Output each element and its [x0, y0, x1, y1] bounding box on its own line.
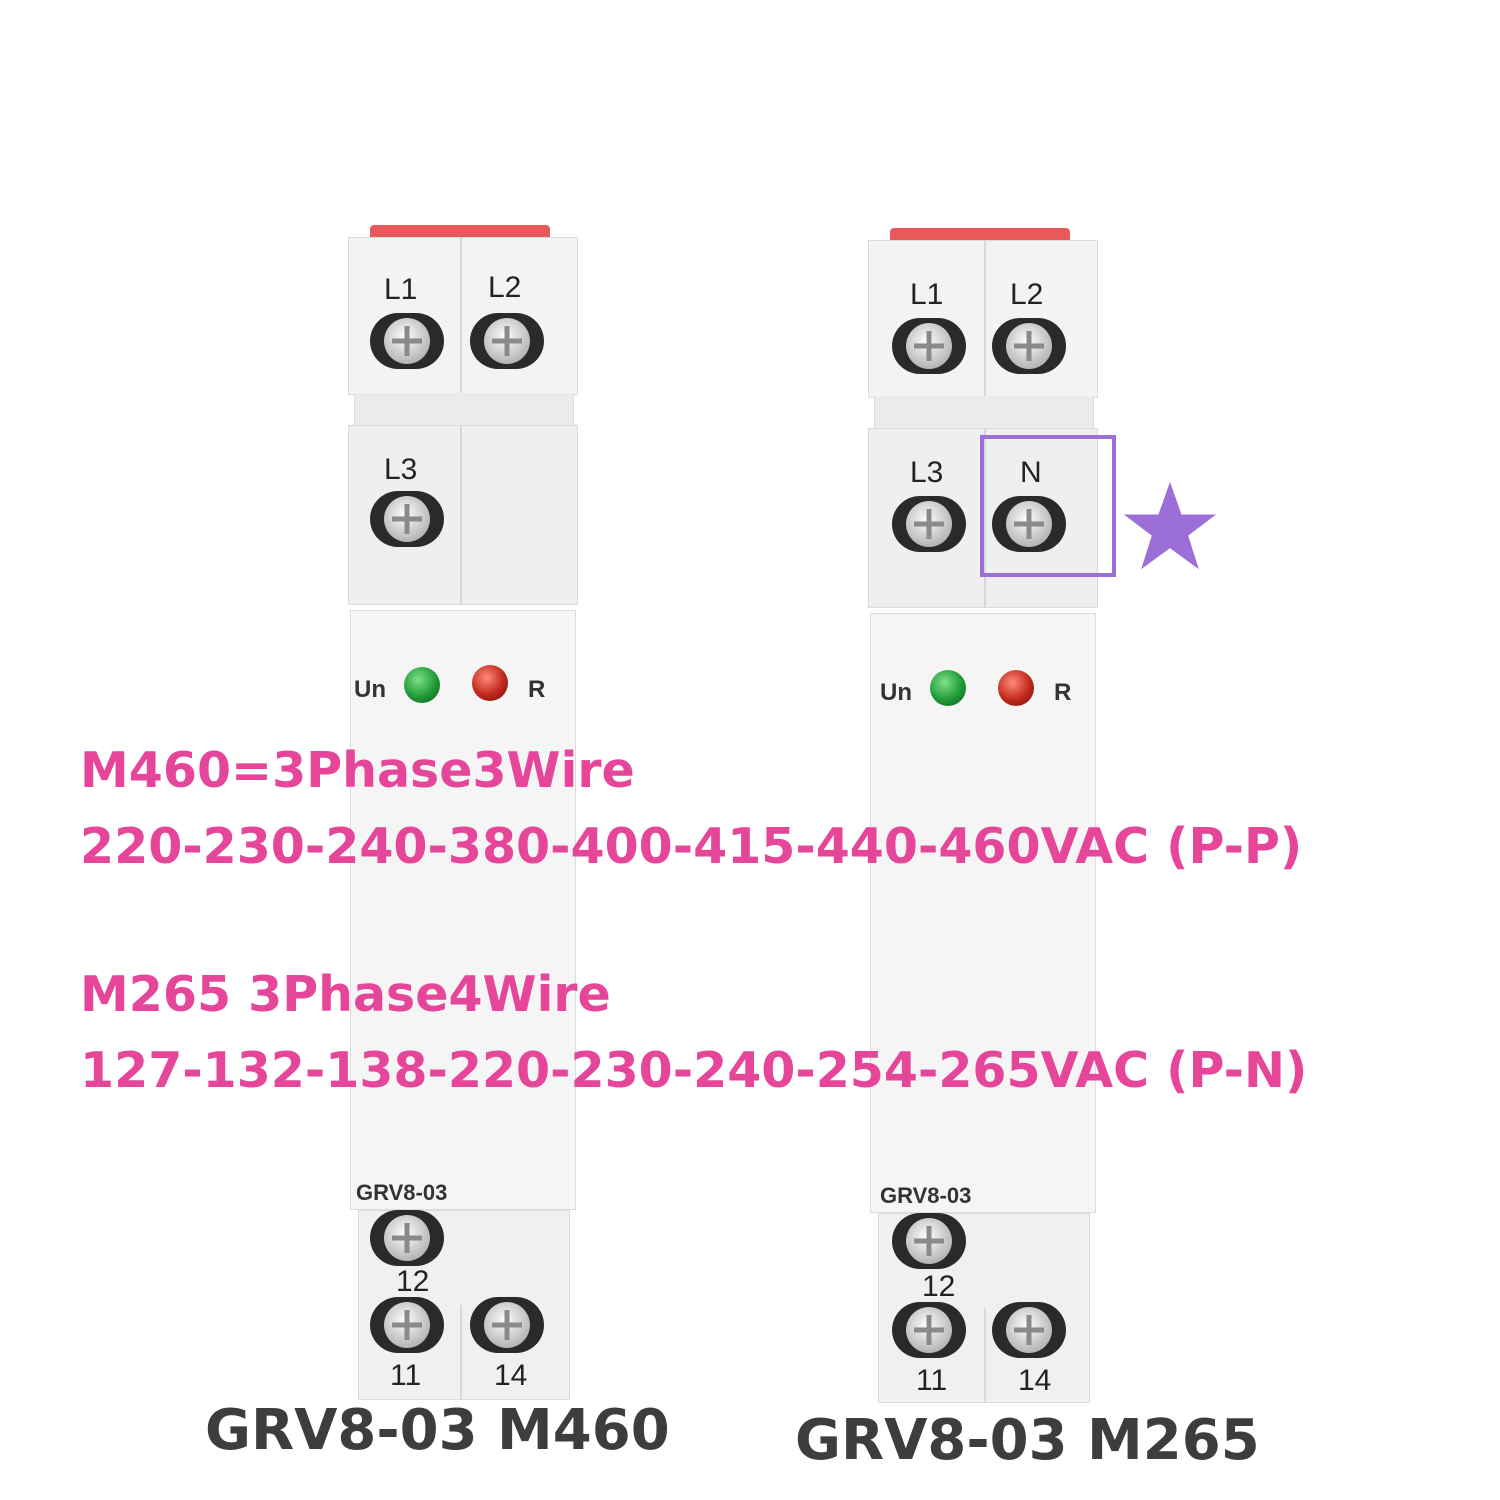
model-label: GRV8-03	[356, 1180, 448, 1205]
top-tab	[370, 225, 550, 239]
top-terminal-block	[868, 240, 1098, 398]
led-label-r: R	[1054, 679, 1072, 706]
power-led-icon	[930, 670, 966, 706]
led-label-un: Un	[880, 679, 912, 706]
terminal-label-12: 12	[922, 1270, 956, 1303]
terminal-label-11: 11	[390, 1359, 422, 1392]
terminal-label-l1: L1	[384, 273, 418, 306]
terminal-label-14: 14	[1018, 1364, 1052, 1397]
spec-m460-voltages: 220-230-240-380-400-415-440-460VAC (P-P)	[80, 818, 1303, 875]
screw-terminal-icon	[992, 496, 1066, 552]
screw-terminal-icon	[892, 318, 966, 374]
terminal-label-l2: L2	[488, 271, 522, 304]
power-led-icon	[404, 667, 440, 703]
star-icon	[1123, 481, 1217, 570]
body-step	[874, 396, 1094, 430]
screw-terminal-icon	[370, 1210, 444, 1266]
led-label-un: Un	[354, 676, 386, 703]
terminal-label-l2: L2	[1010, 278, 1044, 311]
terminal-label-11: 11	[916, 1364, 948, 1397]
device-face	[350, 610, 576, 1210]
led-label-r: R	[528, 676, 546, 703]
spec-m265-title: M265 3Phase4Wire	[80, 966, 611, 1023]
model-label: GRV8-03	[880, 1183, 972, 1208]
screw-terminal-icon	[892, 1213, 966, 1269]
screw-terminal-icon	[892, 1302, 966, 1358]
terminal-label-l1: L1	[910, 278, 944, 311]
relay-led-icon	[998, 670, 1034, 706]
terminal-label-n: N	[1020, 456, 1042, 489]
terminal-label-l3: L3	[910, 456, 944, 489]
neutral-terminal-highlight	[980, 435, 1116, 577]
spec-m460-title: M460=3Phase3Wire	[80, 742, 635, 799]
top-terminal-block	[348, 237, 578, 395]
caption-m460: GRV8-03 M460	[205, 1398, 670, 1463]
caption-m265: GRV8-03 M265	[795, 1408, 1260, 1473]
screw-terminal-icon	[370, 1297, 444, 1353]
relay-led-icon	[472, 665, 508, 701]
top-tab	[890, 228, 1070, 242]
device-face	[870, 613, 1096, 1213]
screw-terminal-icon	[470, 1297, 544, 1353]
body-step	[354, 393, 574, 427]
screw-terminal-icon	[370, 313, 444, 369]
terminal-label-12: 12	[396, 1265, 430, 1298]
screw-terminal-icon	[892, 496, 966, 552]
spec-m265-voltages: 127-132-138-220-230-240-254-265VAC (P-N)	[80, 1042, 1308, 1099]
screw-terminal-icon	[470, 313, 544, 369]
terminal-label-l3: L3	[384, 453, 418, 486]
terminal-label-14: 14	[494, 1359, 528, 1392]
mid-terminal-block	[348, 425, 578, 605]
screw-terminal-icon	[992, 318, 1066, 374]
screw-terminal-icon	[370, 491, 444, 547]
screw-terminal-icon	[992, 1302, 1066, 1358]
